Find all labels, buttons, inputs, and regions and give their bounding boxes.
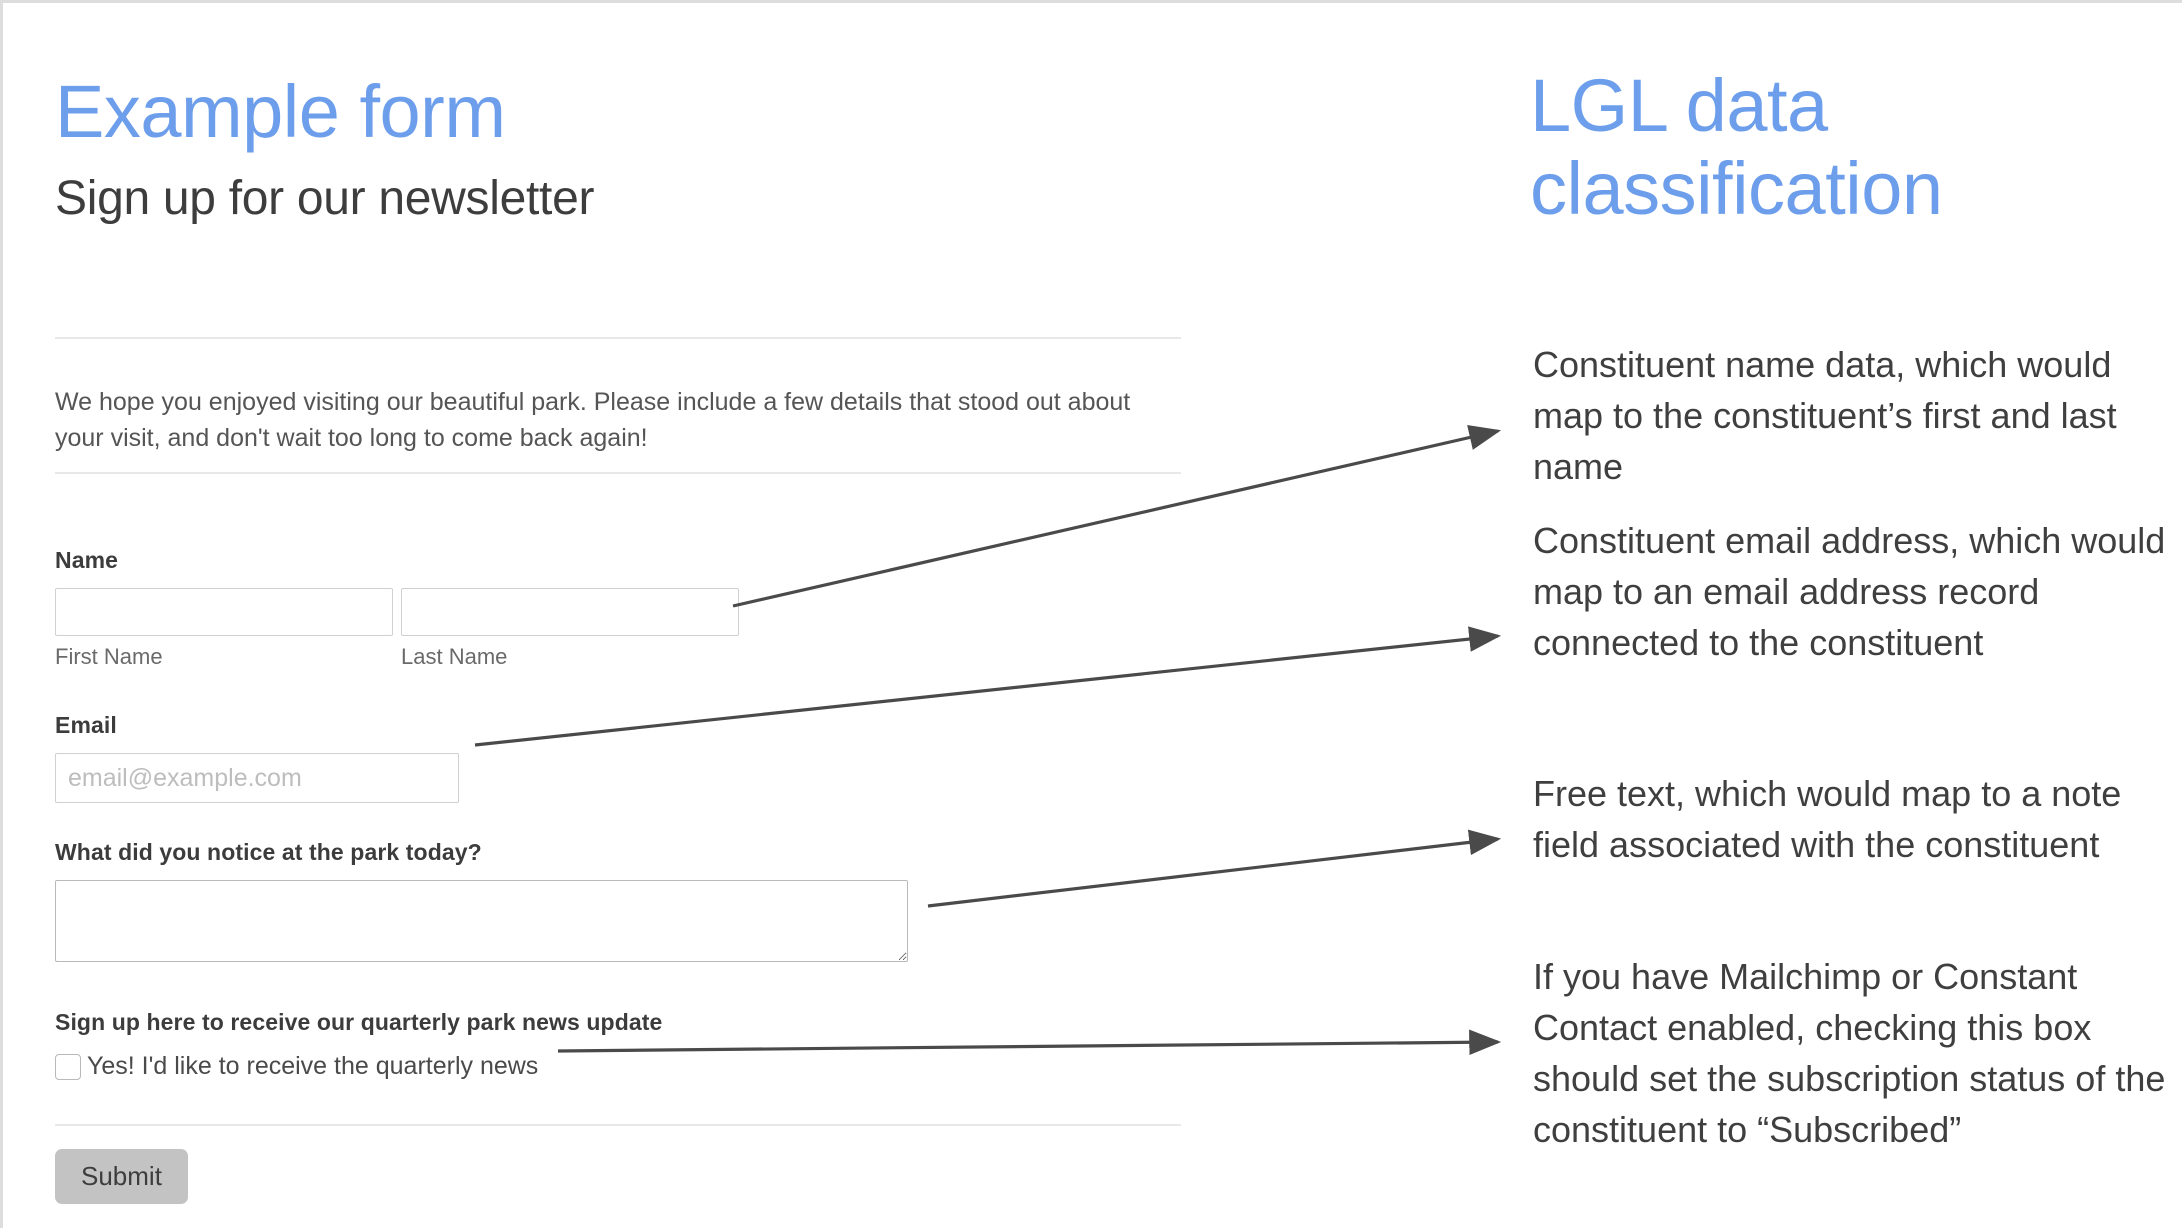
form-panel: Example form Sign up for our newsletter — [55, 70, 1185, 226]
arrow-to-note-annotation — [927, 829, 1502, 908]
first-name-input[interactable] — [55, 588, 393, 636]
newsletter-label: Sign up here to receive our quarterly pa… — [55, 1009, 663, 1035]
divider-top — [55, 337, 1181, 339]
divider-bottom — [55, 1124, 1181, 1126]
first-name-caption: First Name — [55, 644, 163, 669]
arrow-to-subscription-annotation — [557, 1029, 1502, 1056]
newsletter-checkbox-caption: Yes! I'd like to receive the quarterly n… — [87, 1052, 539, 1080]
annotations-panel: LGL data classification — [1530, 64, 2170, 231]
field-group-newsletter: Sign up here to receive our quarterly pa… — [55, 1009, 662, 1081]
field-group-name: Name First Name Last Name — [55, 547, 739, 670]
email-input[interactable] — [55, 753, 459, 803]
name-label: Name — [55, 547, 119, 573]
form-title: Example form — [55, 70, 506, 153]
last-name-input[interactable] — [401, 588, 739, 636]
field-group-note: What did you notice at the park today? — [55, 839, 908, 962]
annotation-subscription-mapping: If you have Mailchimp or Constant Contac… — [1533, 956, 2166, 1151]
annotation-name-mapping: Constituent name data, which would map t… — [1533, 344, 2117, 488]
newsletter-checkbox[interactable] — [55, 1053, 81, 1080]
note-textarea[interactable] — [55, 880, 908, 962]
name-input-row — [55, 588, 739, 636]
annotations-title: LGL data classification — [1530, 64, 1943, 230]
email-label: Email — [55, 712, 117, 738]
name-caption-row: First Name Last Name — [55, 636, 739, 670]
submit-button[interactable]: Submit — [55, 1149, 188, 1204]
annotation-email-mapping: Constituent email address, which would m… — [1533, 520, 2166, 664]
field-group-email: Email — [55, 712, 459, 803]
form-subtitle: Sign up for our newsletter — [55, 172, 595, 226]
form-intro-text: We hope you enjoyed visiting our beautif… — [55, 388, 1131, 453]
note-label: What did you notice at the park today? — [55, 839, 482, 865]
newsletter-checkbox-row[interactable]: Yes! I'd like to receive the quarterly n… — [55, 1052, 662, 1081]
annotation-note-mapping: Free text, which would map to a note fie… — [1533, 773, 2122, 866]
arrow-to-name-annotation — [732, 424, 1502, 608]
last-name-caption: Last Name — [401, 644, 508, 669]
divider-middle — [55, 472, 1181, 474]
